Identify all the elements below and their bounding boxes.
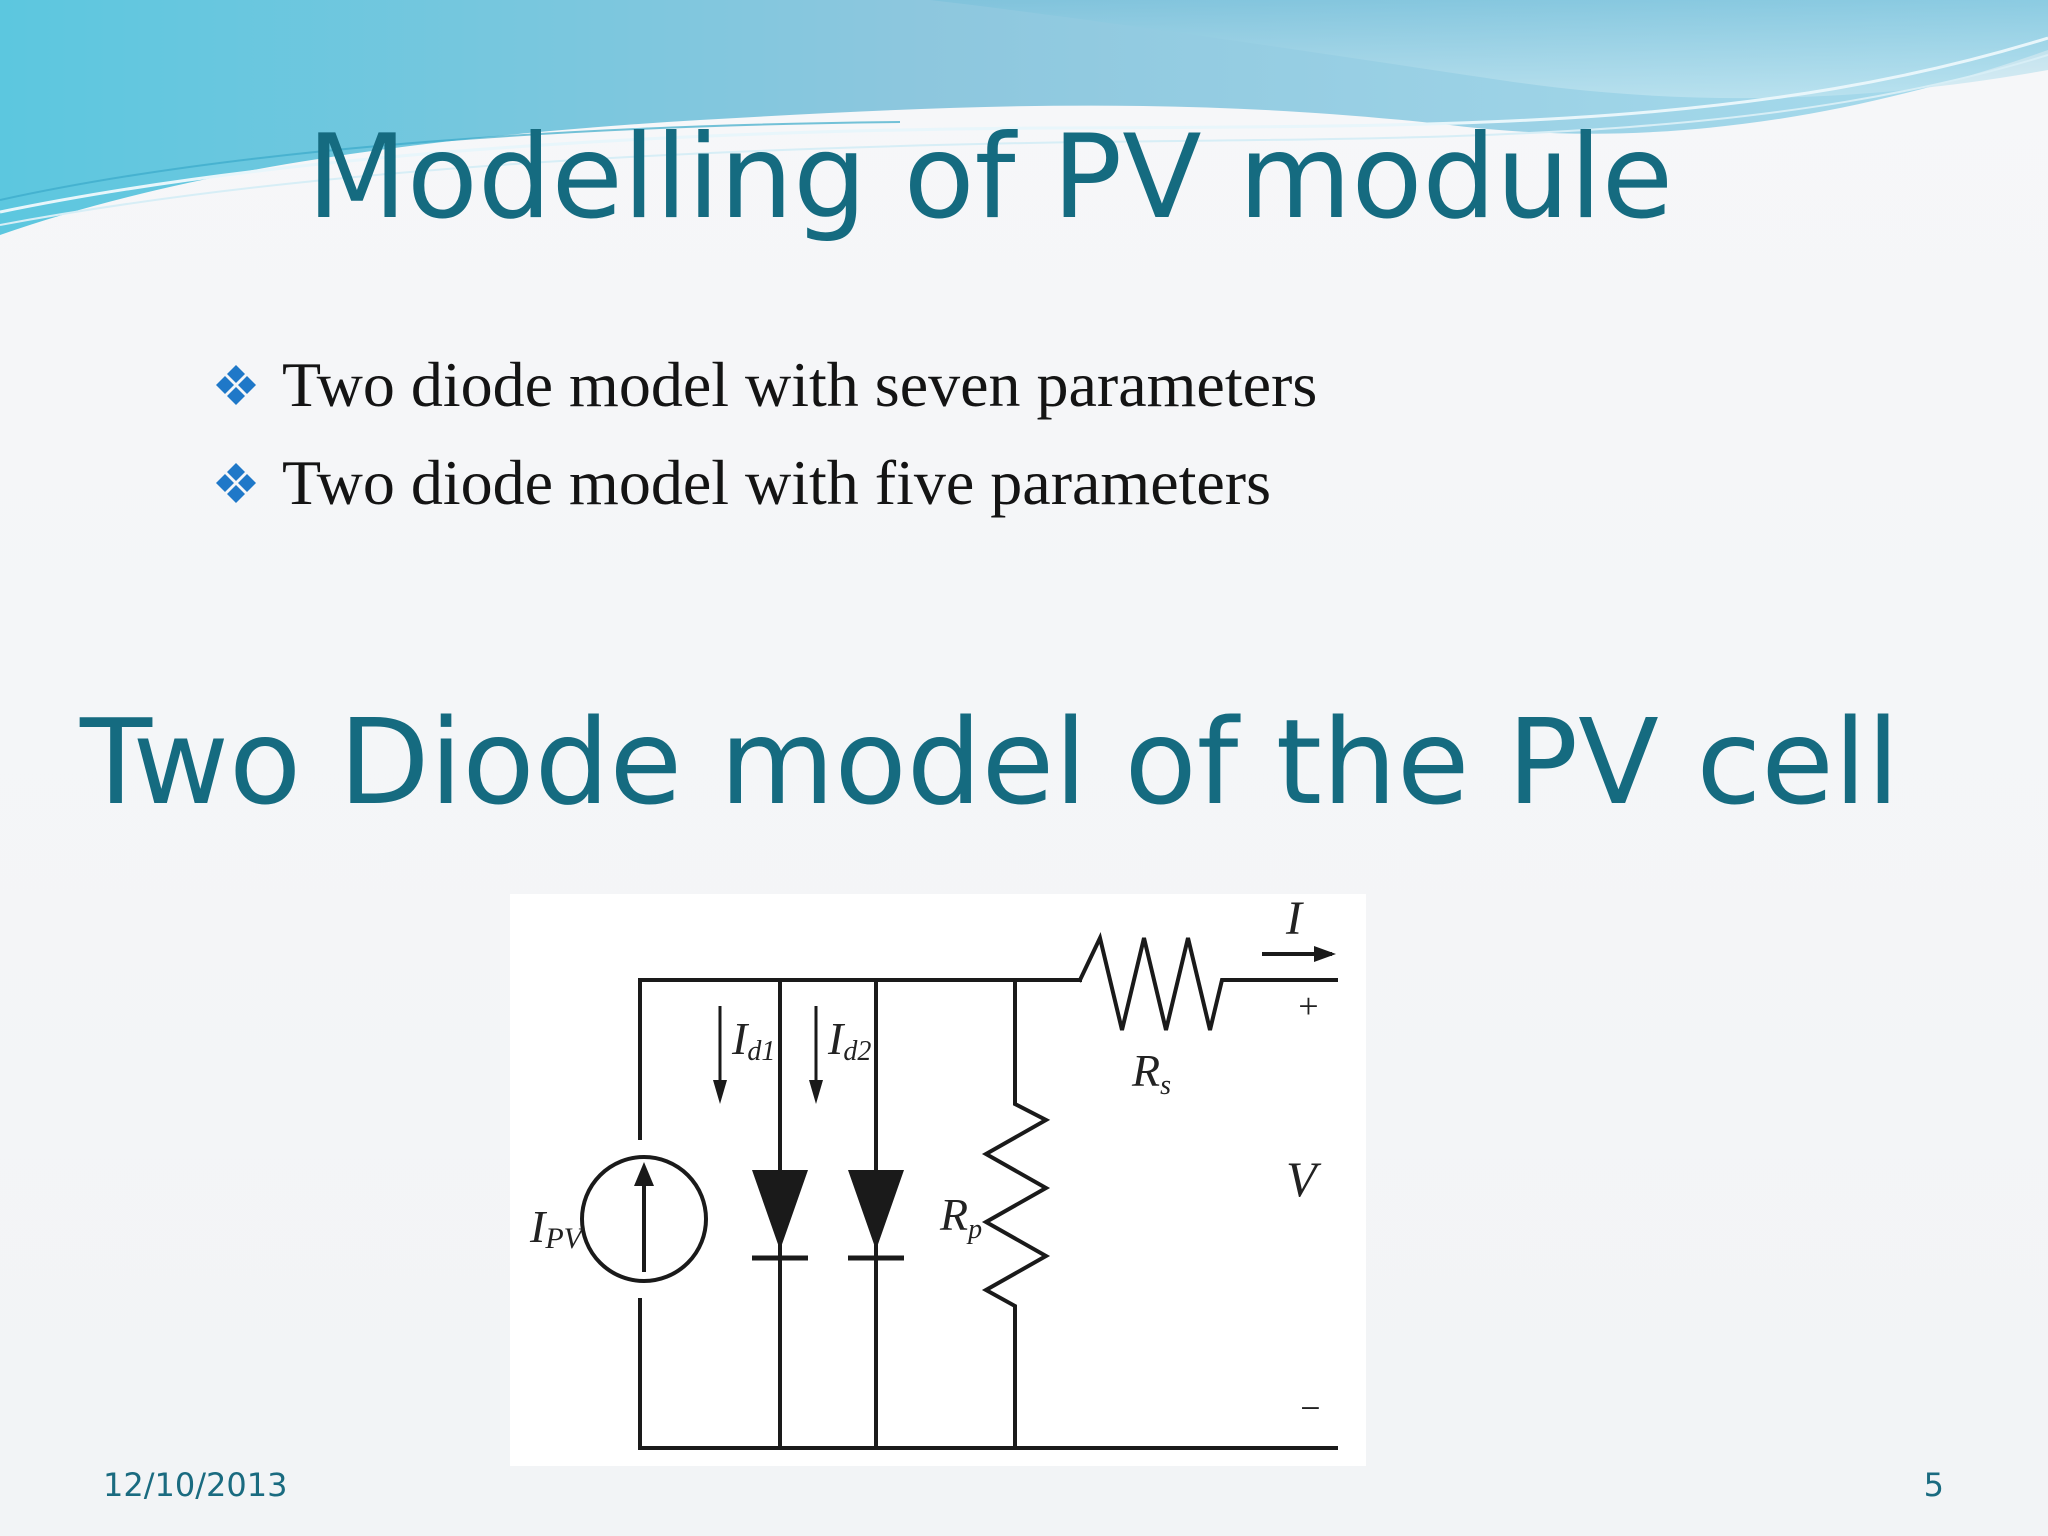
series-resistor bbox=[1077, 932, 1338, 1031]
bullet-list: Two diode model with seven parameters Tw… bbox=[214, 336, 1317, 532]
bullet-item: Two diode model with five parameters bbox=[214, 434, 1317, 532]
ipv-label: IPV bbox=[529, 1201, 586, 1255]
header-wave-decoration bbox=[0, 0, 2048, 235]
voltage-label: V bbox=[1286, 1151, 1322, 1207]
diode2-symbol bbox=[848, 1170, 904, 1250]
parallel-resistor bbox=[981, 978, 1051, 1450]
two-diode-circuit-diagram: IPV Id1 Id2 Rp Rs I V + − bbox=[510, 894, 1366, 1466]
id1-arrowhead bbox=[713, 1080, 727, 1104]
output-current-label: I bbox=[1285, 894, 1304, 945]
current-source-arrowhead bbox=[634, 1162, 654, 1186]
page-number: 5 bbox=[1923, 1466, 1944, 1504]
id1-label: Id1 bbox=[731, 1013, 775, 1067]
slide-title: Modelling of PV module bbox=[306, 110, 1674, 245]
section-heading: Two Diode model of the PV cell bbox=[80, 693, 1900, 831]
four-diamond-bullet-icon bbox=[216, 365, 256, 405]
id2-label: Id2 bbox=[827, 1013, 871, 1067]
footer-date: 12/10/2013 bbox=[103, 1466, 288, 1504]
rs-label: Rs bbox=[1131, 1045, 1171, 1101]
bullet-item: Two diode model with seven parameters bbox=[214, 336, 1317, 434]
output-arrowhead bbox=[1314, 946, 1336, 962]
id2-arrowhead bbox=[809, 1080, 823, 1104]
positive-terminal: + bbox=[1296, 986, 1320, 1026]
four-diamond-bullet-icon bbox=[216, 463, 256, 503]
bullet-text: Two diode model with five parameters bbox=[282, 447, 1271, 518]
negative-terminal: − bbox=[1298, 1388, 1322, 1428]
bullet-text: Two diode model with seven parameters bbox=[282, 349, 1318, 420]
rp-label: Rp bbox=[939, 1189, 982, 1245]
diode1-symbol bbox=[752, 1170, 808, 1250]
